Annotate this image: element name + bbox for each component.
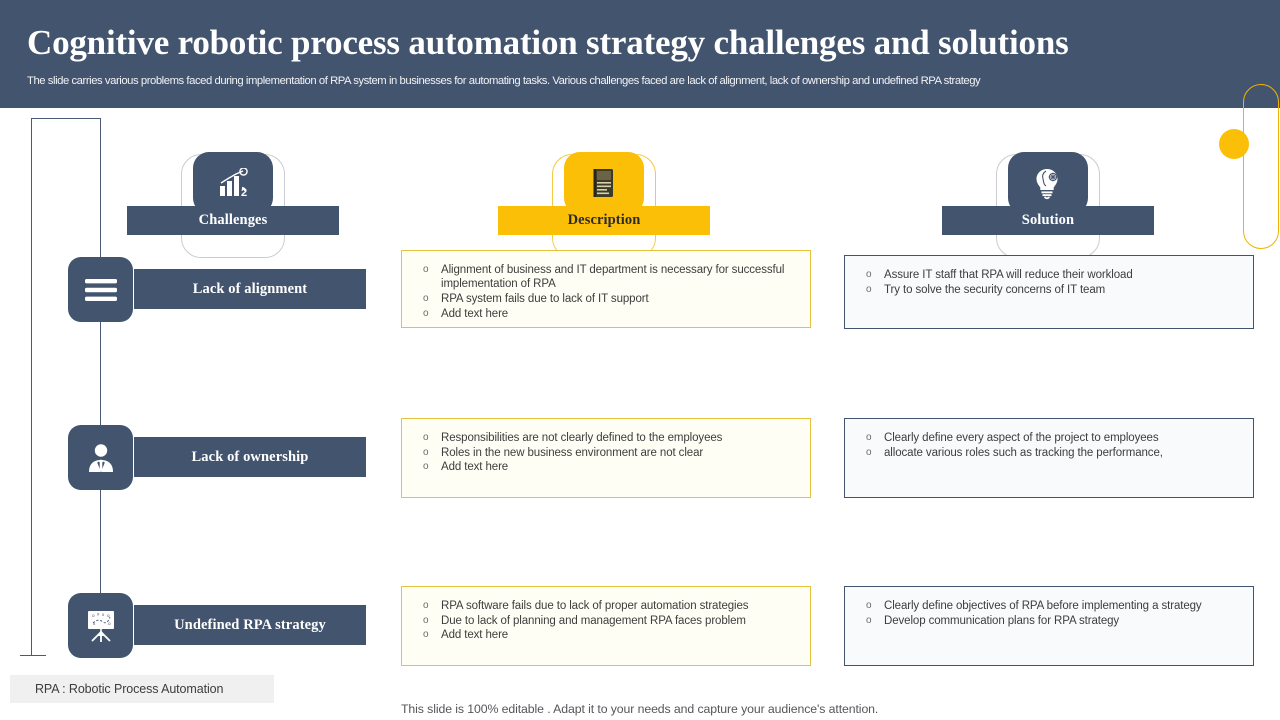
description-box-row-1: Alignment of business and IT department … (401, 250, 811, 328)
solution-box-row-1: Assure IT staff that RPA will reduce the… (844, 255, 1254, 329)
slide-header: Cognitive robotic process automation str… (0, 0, 1280, 108)
page-subtitle: The slide carries various problems faced… (27, 75, 981, 87)
description-box-row-3: RPA software fails due to lack of proper… (401, 586, 811, 666)
list-item: RPA software fails due to lack of proper… (412, 599, 796, 613)
column-label-description: Description (498, 206, 710, 235)
list-item: RPA system fails due to lack of IT suppo… (412, 292, 796, 306)
list-item: Assure IT staff that RPA will reduce the… (855, 268, 1239, 282)
svg-text:x: x (102, 612, 105, 617)
editable-note: This slide is 100% editable . Adapt it t… (401, 702, 879, 716)
list-item: allocate various roles such as tracking … (855, 446, 1239, 460)
description-box-row-2: Responsibilities are not clearly defined… (401, 418, 811, 498)
row-label-lack-of-ownership: Lack of ownership (134, 437, 366, 477)
solution-bullets-row-3: Clearly define objectives of RPA before … (855, 599, 1239, 628)
list-item: Add text here (412, 307, 796, 321)
decorative-yellow-dot (1219, 129, 1249, 159)
decorative-left-frame (31, 118, 101, 655)
document-book-icon (564, 152, 644, 214)
row-icon-tile (68, 425, 133, 490)
list-item: Due to lack of planning and management R… (412, 614, 796, 628)
page-title: Cognitive robotic process automation str… (27, 23, 1069, 62)
list-item: Responsibilities are not clearly defined… (412, 431, 796, 445)
legend-abbreviation: RPA : Robotic Process Automation (10, 675, 274, 703)
row-icon-tile: o x x o x o (68, 593, 133, 658)
list-item: Try to solve the security concerns of IT… (855, 283, 1239, 297)
solution-bullets-row-1: Assure IT staff that RPA will reduce the… (855, 268, 1239, 297)
lightbulb-gear-icon (1008, 152, 1088, 214)
decorative-capsule-outline (1243, 84, 1279, 249)
solution-box-row-2: Clearly define every aspect of the proje… (844, 418, 1254, 498)
description-bullets-row-1: Alignment of business and IT department … (412, 263, 796, 321)
description-bullets-row-2: Responsibilities are not clearly defined… (412, 431, 796, 475)
list-item: Clearly define every aspect of the proje… (855, 431, 1239, 445)
list-item: Develop communication plans for RPA stra… (855, 614, 1239, 628)
bar-chart-growth-icon: 2 (193, 152, 273, 214)
strategy-board-icon: o x x o x o (82, 608, 120, 644)
alignment-lines-icon (82, 275, 120, 305)
svg-text:x: x (93, 621, 96, 626)
row-icon-tile (68, 257, 133, 322)
column-label-challenges: Challenges (127, 206, 339, 235)
svg-text:o: o (92, 613, 95, 618)
svg-text:o: o (108, 621, 111, 626)
svg-text:o: o (107, 613, 110, 618)
row-label-lack-of-alignment: Lack of alignment (134, 269, 366, 309)
svg-text:2: 2 (241, 187, 247, 198)
decorative-frame-foot (20, 655, 46, 656)
list-item: Roles in the new business environment ar… (412, 446, 796, 460)
solution-box-row-3: Clearly define objectives of RPA before … (844, 586, 1254, 666)
list-item: Clearly define objectives of RPA before … (855, 599, 1239, 613)
list-item: Add text here (412, 628, 796, 642)
description-bullets-row-3: RPA software fails due to lack of proper… (412, 599, 796, 643)
list-item: Add text here (412, 460, 796, 474)
businessman-icon (83, 442, 119, 474)
row-label-undefined-rpa-strategy: Undefined RPA strategy (134, 605, 366, 645)
svg-text:x: x (97, 611, 100, 616)
column-label-solution: Solution (942, 206, 1154, 235)
list-item: Alignment of business and IT department … (412, 263, 796, 291)
solution-bullets-row-2: Clearly define every aspect of the proje… (855, 431, 1239, 460)
